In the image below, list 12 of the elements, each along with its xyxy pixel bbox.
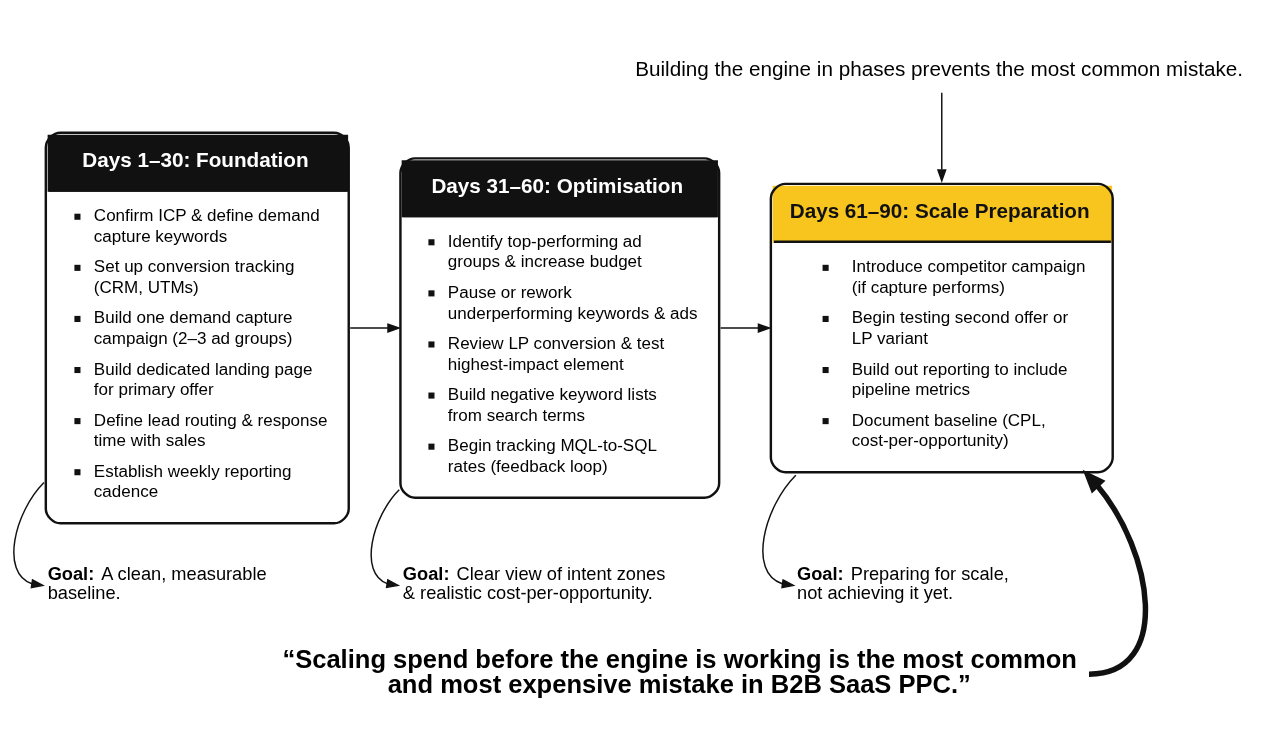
arrow (719, 322, 772, 333)
arrow (936, 91, 947, 183)
node-text: Building the engine in phases prevents the most common mistake. (635, 56, 1244, 80)
node-text: “Scaling spend before the engine is working is the most common and most expensive mistake in B2B SaaS PPC.” (282, 644, 1077, 698)
node-text: Goal: Preparing for scale, not achieving it yet. (797, 562, 1009, 603)
arrow (762, 474, 797, 588)
arrow (349, 322, 402, 333)
arrow (13, 481, 45, 588)
node-text: Goal: Clear view of intent zones & realistic cost-per-opportunity. (402, 562, 666, 603)
arrow (370, 488, 401, 588)
node-text: Goal: A clean, measurable baseline. (47, 562, 267, 603)
arrow (1082, 469, 1149, 677)
